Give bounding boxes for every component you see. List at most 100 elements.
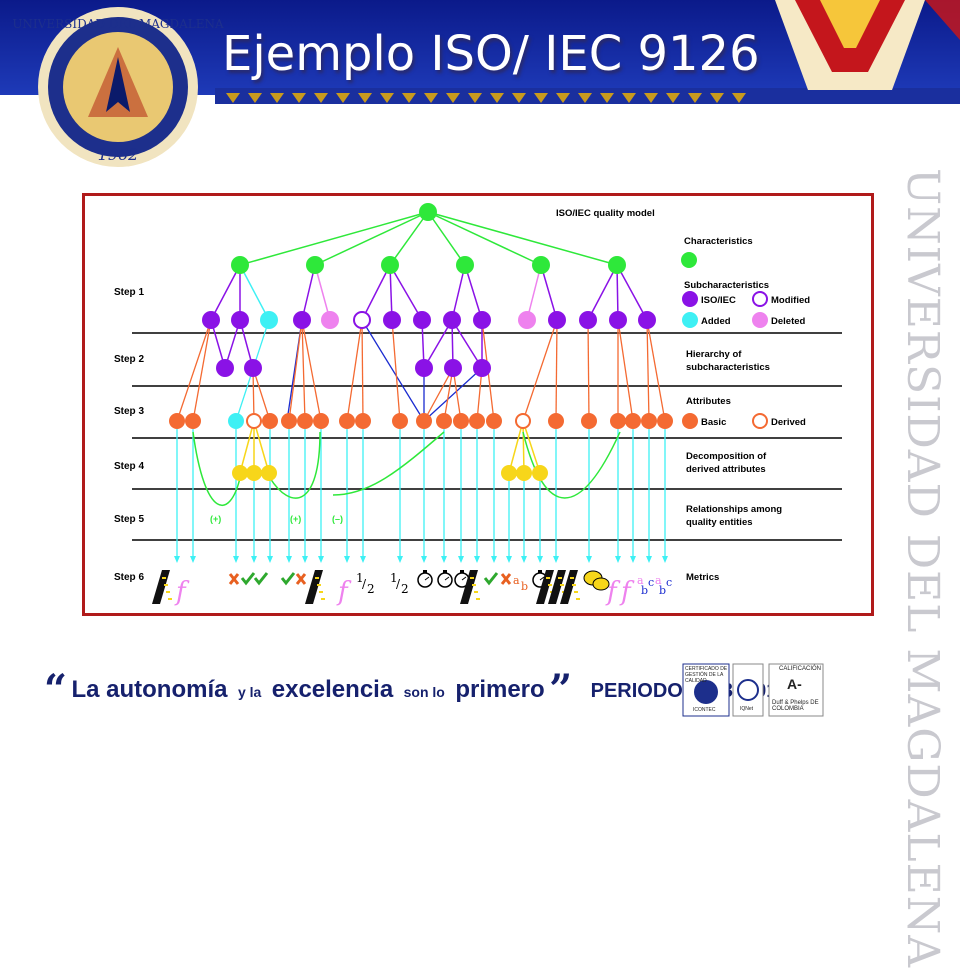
relationship-curve bbox=[269, 431, 321, 499]
attribute-node bbox=[548, 413, 564, 429]
legend-relationships-1: Relationships among bbox=[686, 504, 782, 515]
cert-label-3: IQNet bbox=[740, 706, 754, 712]
subcharacteristic-edge bbox=[239, 264, 270, 321]
footer-slogan: “ La autonomía y la excelencia son lo pr… bbox=[44, 670, 789, 710]
speech-bubble-icon bbox=[592, 577, 610, 591]
university-logo: UNIVERSIDAD DEL MAGDALENA 1962 bbox=[12, 7, 224, 167]
hierarchy-node bbox=[444, 359, 462, 377]
attribute-node bbox=[657, 413, 673, 429]
function-icon: f bbox=[605, 577, 621, 607]
metric-arrow bbox=[474, 556, 480, 563]
check-icon bbox=[483, 572, 499, 586]
metric-arrow bbox=[174, 556, 180, 563]
attribute-edge bbox=[301, 319, 306, 422]
step-label-5: Step 5 bbox=[114, 514, 144, 525]
attribute-node bbox=[625, 413, 641, 429]
subcharacteristic-edge bbox=[389, 264, 393, 321]
attribute-node bbox=[355, 413, 371, 429]
stopwatch-button bbox=[423, 570, 427, 573]
letter-b-icon: b bbox=[659, 584, 666, 597]
subcharacteristic-node bbox=[260, 311, 278, 329]
attribute-node bbox=[262, 413, 278, 429]
stopwatch-button bbox=[460, 570, 464, 573]
hierarchy-node bbox=[216, 359, 234, 377]
legend-hierarchy-1: Hierarchy of bbox=[686, 349, 742, 360]
subcharacteristic-edge bbox=[301, 264, 316, 321]
decomposed-node bbox=[261, 465, 277, 481]
subcharacteristic-node bbox=[579, 311, 597, 329]
subcharacteristic-node bbox=[609, 311, 627, 329]
attribute-edge bbox=[555, 319, 558, 422]
attribute-node bbox=[297, 413, 313, 429]
logo-year: 1962 bbox=[98, 145, 139, 164]
metric-arrow bbox=[615, 556, 621, 563]
cert-label-2: ICONTEC bbox=[693, 707, 716, 713]
ruler-icon bbox=[305, 570, 325, 604]
metric-arrow bbox=[344, 556, 350, 563]
attribute-node bbox=[339, 413, 355, 429]
characteristic-edge bbox=[427, 211, 466, 266]
metric-arrow bbox=[586, 556, 592, 563]
characteristic-edge bbox=[389, 211, 429, 266]
subcharacteristic-node bbox=[293, 311, 311, 329]
subcharacteristic-node bbox=[413, 311, 431, 329]
hierarchy-edge bbox=[423, 319, 453, 369]
decomposed-node bbox=[501, 465, 517, 481]
stopwatch-hand bbox=[461, 576, 467, 581]
function-icon: f bbox=[174, 577, 190, 607]
subcharacteristic-node bbox=[231, 311, 249, 329]
metric-arrow bbox=[646, 556, 652, 563]
legend-characteristics: Characteristics bbox=[684, 236, 753, 247]
letter-b-icon: b bbox=[521, 580, 528, 593]
hierarchy-node bbox=[473, 359, 491, 377]
characteristic-node bbox=[608, 256, 626, 274]
step-separator-lines bbox=[132, 332, 842, 541]
fraction-denominator: 2 bbox=[367, 582, 375, 596]
attribute-edge bbox=[192, 319, 212, 422]
metric-arrow bbox=[190, 556, 196, 563]
attribute-edge bbox=[176, 319, 212, 422]
rating-title: CALIFICACIÓN bbox=[779, 666, 822, 672]
attribute-edge bbox=[252, 367, 271, 422]
metric-arrow bbox=[421, 556, 427, 563]
hierarchy-link bbox=[423, 367, 483, 422]
subcharacteristic-node bbox=[202, 311, 220, 329]
step-label-4: Step 4 bbox=[114, 461, 144, 472]
metric-arrow bbox=[397, 556, 403, 563]
legend-added-swatch bbox=[682, 312, 698, 328]
decomposition-edge bbox=[253, 420, 270, 474]
stopwatch-hand bbox=[539, 576, 545, 581]
function-icon: f bbox=[619, 577, 635, 607]
step-label-3: Step 3 bbox=[114, 406, 144, 417]
cross-stroke bbox=[295, 573, 307, 585]
ruler-icon bbox=[560, 570, 580, 604]
stopwatch-icon bbox=[437, 570, 453, 588]
attribute-edge bbox=[587, 319, 590, 422]
metric-arrow bbox=[458, 556, 464, 563]
ruler-body bbox=[152, 570, 170, 604]
subcharacteristic-edge bbox=[526, 264, 542, 321]
rating-value: A- bbox=[787, 676, 802, 692]
subcharacteristic-node bbox=[353, 311, 371, 329]
ruler-icon bbox=[152, 570, 172, 604]
legend-attributes: Attributes bbox=[686, 396, 731, 407]
characteristic-node bbox=[456, 256, 474, 274]
subcharacteristic-node bbox=[638, 311, 656, 329]
metric-arrow bbox=[286, 556, 292, 563]
hierarchy-node bbox=[415, 359, 433, 377]
step-label-6: Step 6 bbox=[114, 572, 144, 583]
border-chevron-pattern bbox=[226, 93, 746, 103]
subcharacteristic-node bbox=[321, 311, 339, 329]
big-v-emblem bbox=[775, 0, 960, 90]
subcharacteristic-node bbox=[383, 311, 401, 329]
legend-basic: Basic bbox=[701, 417, 726, 428]
attribute-edge bbox=[646, 319, 650, 422]
metric-arrow bbox=[318, 556, 324, 563]
characteristic-edge bbox=[239, 211, 429, 266]
check-icon bbox=[240, 572, 256, 586]
metric-arrow bbox=[251, 556, 257, 563]
page-title: Ejemplo ISO/ IEC 9126 bbox=[222, 26, 760, 82]
attribute-edge bbox=[288, 319, 303, 422]
legend-characteristic-swatch bbox=[681, 252, 697, 268]
